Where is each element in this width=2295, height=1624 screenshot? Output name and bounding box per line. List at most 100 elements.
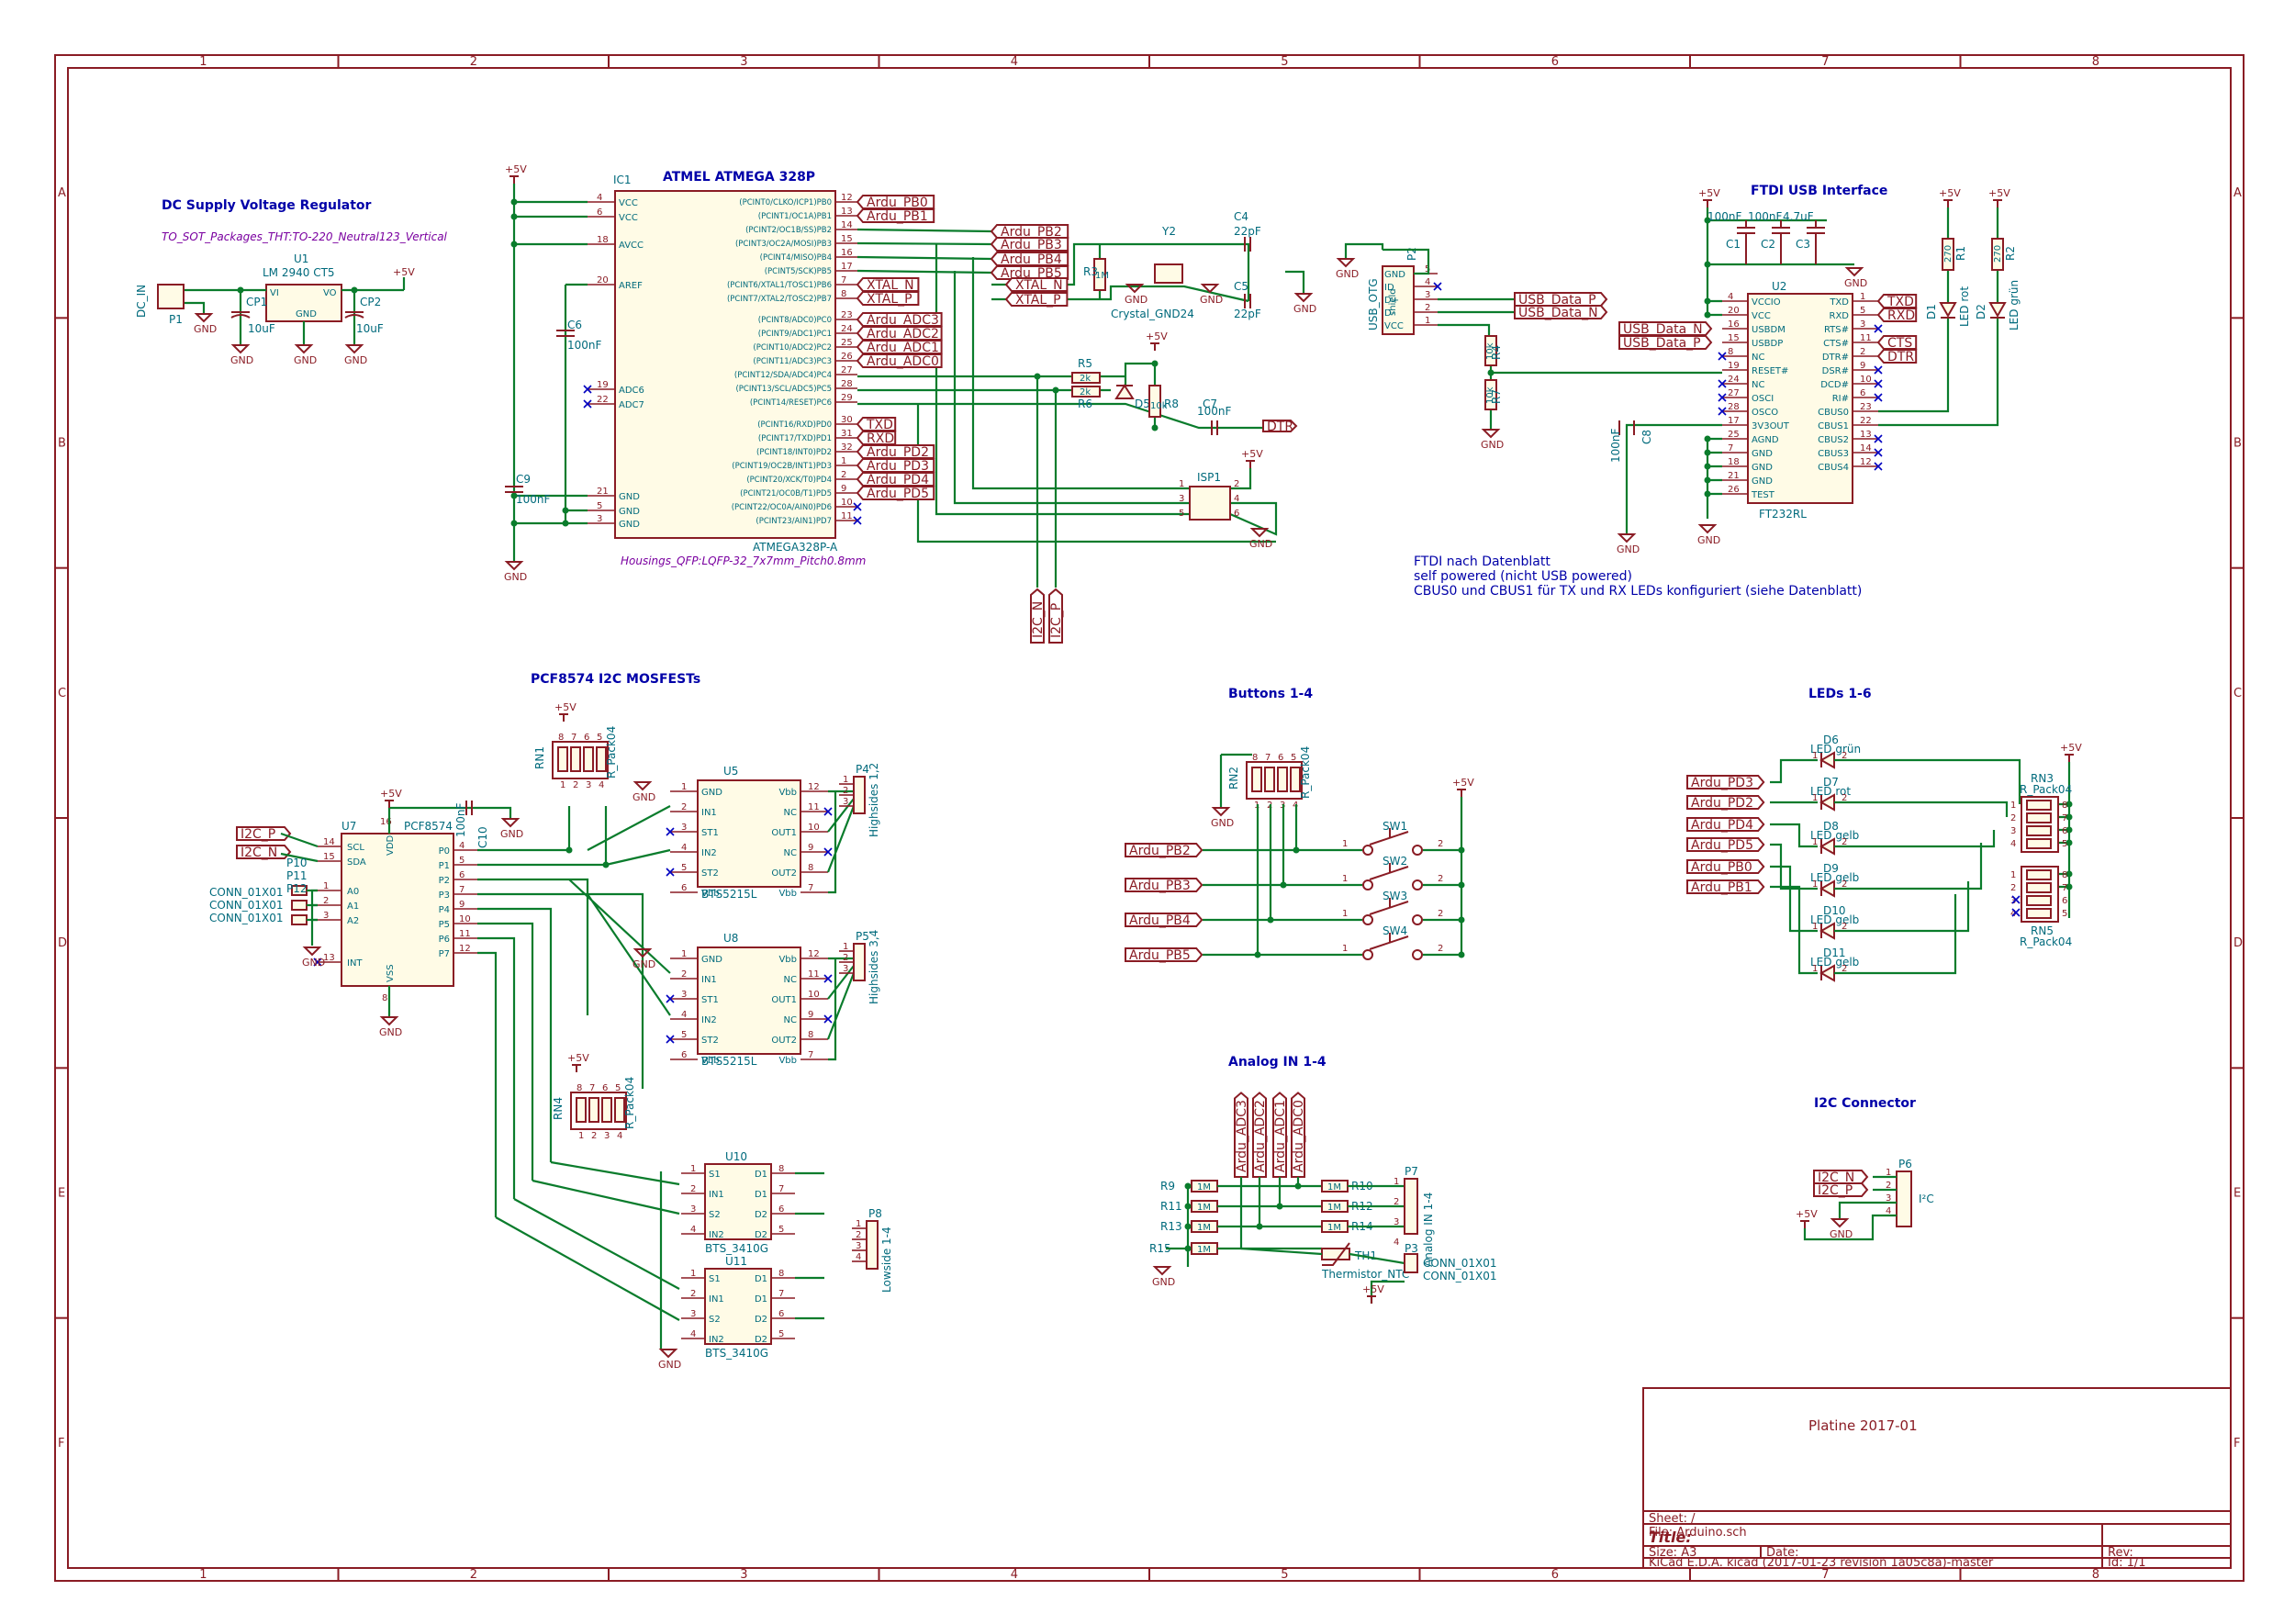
ftdi-cap-ref: C3 xyxy=(1796,238,1810,251)
c9-ref: C9 xyxy=(516,473,531,486)
u5-gnd: GND xyxy=(633,781,655,803)
svg-text:7: 7 xyxy=(778,1184,784,1194)
resistor-ref: R15 xyxy=(1149,1242,1171,1255)
svg-text:S1: S1 xyxy=(709,1274,721,1284)
i2c-gnd: GND xyxy=(1830,1218,1853,1240)
svg-text:IN1: IN1 xyxy=(709,1294,724,1305)
p11-value: CONN_01X01 xyxy=(209,899,284,912)
svg-text:Vbb: Vbb xyxy=(701,889,720,899)
ic1-pin-name: (PCINT23/AIN1)PD7 xyxy=(756,517,832,526)
grid-col-top: 2 xyxy=(470,55,477,69)
svg-text:GND: GND xyxy=(1336,268,1359,280)
svg-text:D2: D2 xyxy=(755,1335,767,1345)
svg-text:USB_Data_N: USB_Data_N xyxy=(1623,322,1703,337)
svg-text:D1: D1 xyxy=(755,1190,767,1200)
ic1-pin-name: (PCINT12/SDA/ADC4)PC4 xyxy=(734,371,832,380)
u2-pin-name: AGND xyxy=(1752,435,1779,445)
resistor-ref: R9 xyxy=(1160,1180,1175,1193)
ftdi-note-2: self powered (nicht USB powered) xyxy=(1414,569,1632,584)
u7-pin-name: P4 xyxy=(439,905,450,915)
ic1-pin-name: (PCINT19/OC2B/INT1)PD3 xyxy=(732,462,832,471)
svg-text:GND: GND xyxy=(1152,1276,1175,1288)
svg-text:S2: S2 xyxy=(709,1210,721,1220)
svg-text:1: 1 xyxy=(1342,839,1348,849)
svg-text:1M: 1M xyxy=(1327,1182,1341,1193)
svg-text:6: 6 xyxy=(681,883,687,893)
conn-value: Highsides 1,2 xyxy=(868,763,880,837)
u2-pin-name: GND xyxy=(1752,449,1773,459)
svg-text:Ardu_PD5: Ardu_PD5 xyxy=(1691,838,1753,853)
p6-ref: P6 xyxy=(1898,1158,1912,1170)
u2-pin-num: 2 xyxy=(1860,347,1865,357)
i2c-5v: +5V xyxy=(1796,1208,1818,1228)
u2-pin-name: TEST xyxy=(1751,490,1775,500)
usb-label-data-n: USB_Data_N xyxy=(1514,305,1608,320)
grid-row-left: E xyxy=(58,1187,65,1201)
svg-text:6: 6 xyxy=(2062,826,2067,836)
i2c-conn-label-i2c-n: I2C_N xyxy=(1813,1170,1869,1185)
rn3-value: R_Pack04 xyxy=(2020,783,2072,796)
ftdi-caps-gnd: GND xyxy=(1844,267,1867,289)
label-ardu_pb3: Ardu_PB3 xyxy=(990,237,1069,252)
grid-row-left: D xyxy=(58,936,67,950)
ic1-pin-name: GND xyxy=(619,507,640,517)
grid-row-right: E xyxy=(2233,1187,2241,1201)
title-block-file: File: Arduino.sch xyxy=(1649,1526,1747,1540)
d1-led xyxy=(1939,302,1957,319)
svg-text:2: 2 xyxy=(1438,944,1443,954)
grid-col-top: 4 xyxy=(1011,55,1018,69)
u7-pin-num: 13 xyxy=(323,953,335,963)
section-title-buttons: Buttons 1-4 xyxy=(1228,687,1313,701)
svg-text:GND: GND xyxy=(1481,439,1504,451)
grid-row-left: A xyxy=(58,186,66,200)
svg-text:2: 2 xyxy=(1842,922,1847,932)
svg-text:2: 2 xyxy=(1438,909,1443,919)
svg-text:IN1: IN1 xyxy=(709,1190,724,1200)
u2-pin-name: CBUS1 xyxy=(1818,421,1849,431)
ic1-pin-num: 2 xyxy=(841,470,846,480)
svg-text:3: 3 xyxy=(1886,1193,1891,1204)
ic1-pin-num: 32 xyxy=(841,442,853,453)
title-block-id: Id: 1/1 xyxy=(2108,1556,2146,1570)
usb-label-data-p: USB_Data_P xyxy=(1514,292,1608,308)
svg-text:+5V: +5V xyxy=(2060,742,2082,754)
bts-ref: U5 xyxy=(723,765,738,778)
gnd-u1: GND xyxy=(294,344,317,366)
u7-pin-name: P7 xyxy=(439,949,450,959)
dc-in-connector xyxy=(157,284,185,309)
rpack-ref: RN4 xyxy=(552,1097,565,1120)
svg-text:1: 1 xyxy=(856,1219,861,1229)
svg-text:9: 9 xyxy=(808,1010,813,1020)
u2-pin-name: DCD# xyxy=(1820,380,1849,390)
section-title-i2c: I2C Connector xyxy=(1814,1096,1916,1111)
ftdi-block: U2 FT232RL 4VCCIO20VCC16USBDMUSB_Data_N1… xyxy=(1336,187,2021,599)
u2-pin-name: RXD xyxy=(1830,311,1850,321)
svg-text:RXD: RXD xyxy=(867,431,894,446)
u2-pin-name: 3V3OUT xyxy=(1752,421,1790,431)
u2-pin-name: DTR# xyxy=(1822,353,1849,363)
svg-text:LED rot: LED rot xyxy=(1810,785,1851,798)
svg-text:LED gelb: LED gelb xyxy=(1810,956,1859,969)
svg-text:Ardu_ADC0: Ardu_ADC0 xyxy=(867,354,939,369)
svg-text:3: 3 xyxy=(690,1204,696,1215)
svg-text:GND: GND xyxy=(633,791,655,803)
u2-value: FT232RL xyxy=(1759,508,1807,521)
u2-pin-name: OSCO xyxy=(1752,408,1778,418)
crystal-gnd-right: GND xyxy=(1200,284,1223,306)
p1-ref: P1 xyxy=(169,313,183,326)
reset-5v: +5V xyxy=(1146,330,1168,351)
svg-text:8: 8 xyxy=(808,1030,813,1040)
ic1-pin-name: AVCC xyxy=(619,241,644,251)
u2-pin-name: VCC xyxy=(1752,311,1771,321)
u1-gnd: GND xyxy=(296,309,317,319)
ic1-label-ardu_adc0: Ardu_ADC0 xyxy=(856,353,943,369)
svg-text:LED gelb: LED gelb xyxy=(1810,913,1859,926)
u7-ref: U7 xyxy=(341,820,356,833)
crystal-y2 xyxy=(1154,263,1183,284)
svg-text:P7: P7 xyxy=(1405,1165,1418,1178)
svg-text:SW2: SW2 xyxy=(1383,855,1407,868)
u2-pin-num: 16 xyxy=(1728,319,1740,330)
